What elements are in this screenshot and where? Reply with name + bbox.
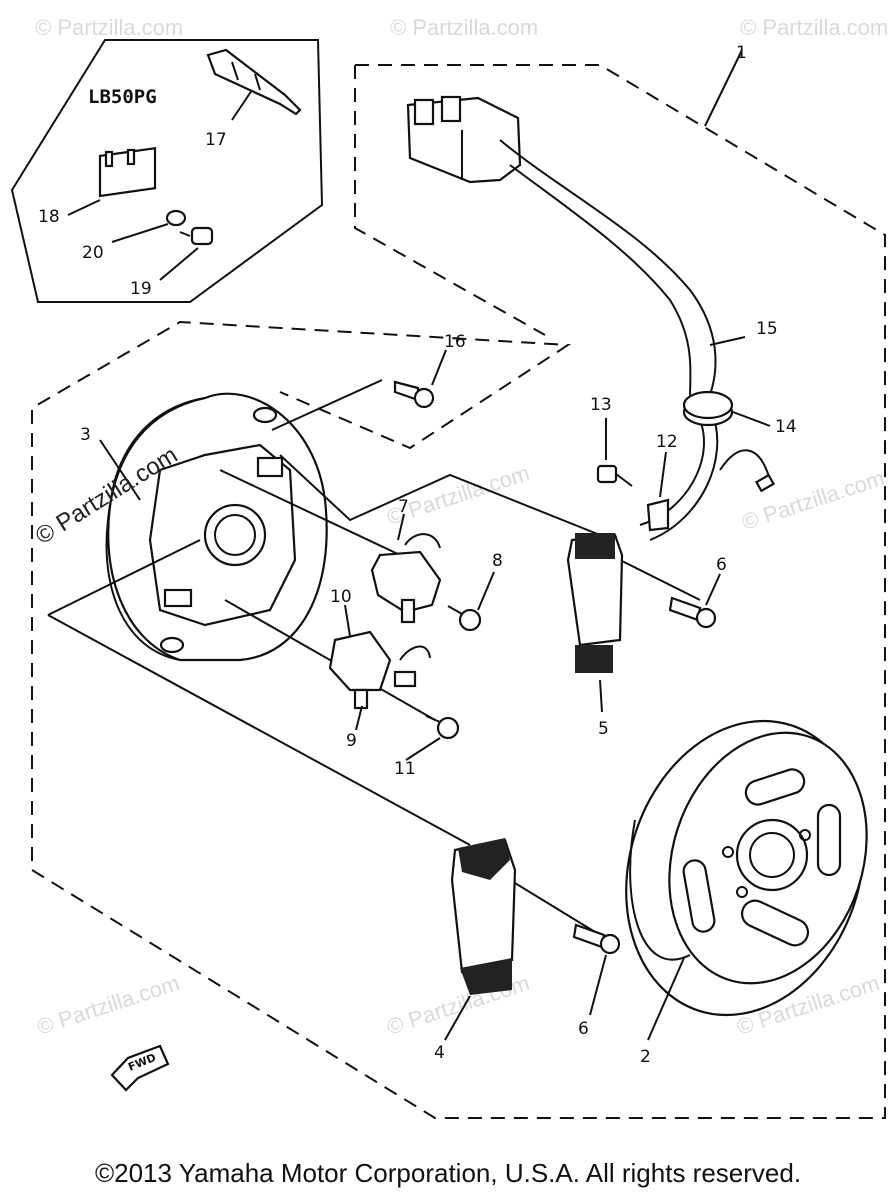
leader-6-lower	[589, 954, 607, 1016]
leader-17	[231, 89, 253, 121]
callout-17: 17	[205, 130, 227, 150]
callout-4: 4	[434, 1043, 445, 1063]
assembly-line	[224, 599, 436, 721]
part-20	[165, 209, 187, 227]
leader-15	[709, 336, 746, 346]
variant-label: LB50PG	[88, 86, 157, 108]
leader-10	[344, 604, 351, 637]
part-18	[98, 146, 157, 198]
leader-5	[599, 679, 603, 713]
watermark-faint: © Partzilla.com	[739, 465, 888, 535]
callout-8: 8	[492, 551, 503, 571]
callout-19: 19	[130, 279, 152, 299]
callout-7: 7	[398, 497, 409, 517]
part-14: 14	[682, 390, 797, 437]
leader-2	[647, 957, 685, 1041]
leader-16	[431, 349, 447, 386]
assembly-line	[47, 539, 201, 616]
leader-4	[444, 995, 471, 1041]
leader-19	[159, 247, 199, 281]
front-direction-arrow-icon: FWD	[110, 1044, 170, 1092]
callout-15: 15	[756, 319, 778, 339]
part-7: 7	[370, 497, 442, 624]
part-16: 16	[393, 332, 466, 409]
assembly-1-outline: 1	[31, 43, 886, 1119]
callout-3: 3	[80, 425, 91, 445]
leader-11	[405, 737, 441, 761]
leader-20	[111, 223, 169, 243]
callout-18: 18	[38, 207, 60, 227]
callout-6-upper: 6	[716, 555, 727, 575]
callout-9: 9	[346, 731, 357, 751]
leader-6-upper	[705, 573, 721, 606]
callout-10: 10	[330, 587, 352, 607]
leader-18	[67, 199, 101, 216]
part-9: 9	[346, 688, 369, 751]
part-8: 8	[447, 551, 503, 632]
watermark-faint: © Partzilla.com	[390, 15, 538, 40]
leader-8	[477, 571, 495, 611]
callout-20: 20	[82, 243, 104, 263]
assembly-line	[509, 879, 601, 936]
part-4: 4	[434, 838, 517, 1063]
callout-12: 12	[656, 432, 678, 452]
assembly-line	[219, 469, 401, 556]
part-15-harness: 15	[406, 95, 778, 541]
assembly-line	[279, 454, 601, 536]
assembly-line	[271, 379, 383, 431]
part-6-lower: 6	[572, 923, 621, 1039]
part-19	[179, 226, 214, 246]
lb50pg-inset: LB50PG 17 18 20 19	[10, 39, 324, 303]
copyright-notice: ©2013 Yamaha Motor Corporation, U.S.A. A…	[94, 1158, 802, 1188]
callout-2: 2	[640, 1047, 651, 1067]
part-11: 11	[394, 715, 460, 779]
part-17	[206, 48, 302, 116]
part-10: 10	[328, 587, 431, 692]
watermark-faint: © Partzilla.com	[740, 15, 888, 40]
part-13: 13	[590, 395, 633, 487]
watermark-faint: © Partzilla.com	[34, 970, 183, 1040]
leader-14	[732, 411, 771, 427]
part-6-upper: 6	[668, 555, 727, 629]
watermark-faint: © Partzilla.com	[35, 15, 183, 40]
leader-12	[659, 451, 667, 498]
leader-3	[99, 439, 141, 501]
part-5: 5	[566, 533, 624, 739]
leader-9	[355, 705, 363, 731]
callout-16: 16	[444, 332, 466, 352]
assembly-line	[47, 614, 471, 846]
part-12: 12	[646, 432, 678, 532]
part-3-stator-plate: 3	[80, 392, 328, 662]
assembly-line	[619, 559, 701, 601]
leader-7	[397, 513, 405, 541]
callout-5: 5	[598, 719, 609, 739]
part-2-flywheel: 2	[625, 719, 868, 1067]
callout-6-lower: 6	[578, 1019, 589, 1039]
callout-13: 13	[590, 395, 612, 415]
callout-14: 14	[775, 417, 797, 437]
callout-11: 11	[394, 759, 416, 779]
inset-border	[10, 39, 324, 303]
callout-1: 1	[736, 43, 747, 63]
leader-1	[704, 49, 743, 127]
